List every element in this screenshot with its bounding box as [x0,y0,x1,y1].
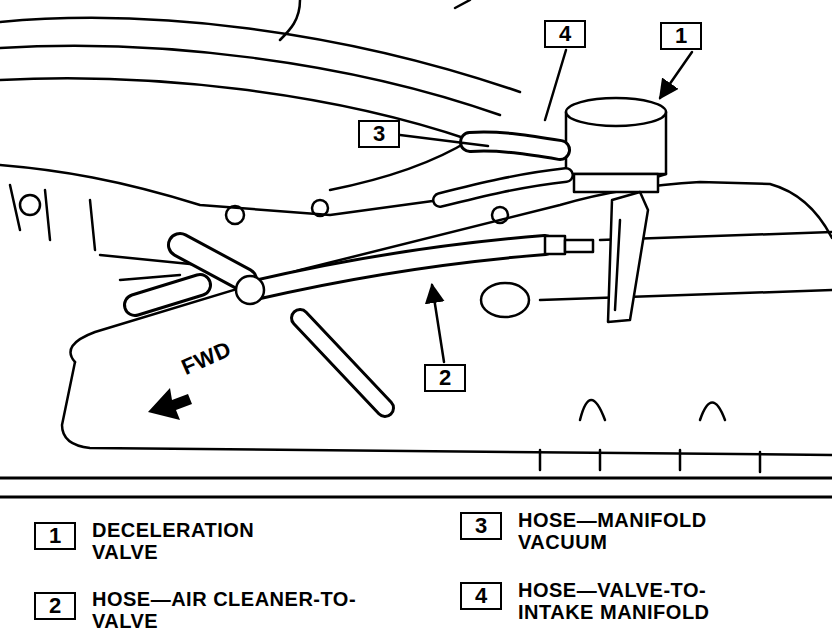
callout-number: 3 [373,123,385,145]
callout-box: 2 [34,592,76,620]
part-name: DECELERATION VALVE [92,520,292,563]
callout-number: 1 [49,525,61,547]
part-name: HOSE—MANIFOLD VACUUM [518,510,758,553]
callout-number: 2 [49,595,61,617]
callout-box: 4 [460,582,502,610]
fwd-arrow [148,388,192,420]
callout-box: 1 [34,522,76,550]
callout-box: 2 [424,364,466,392]
callout-number: 1 [675,25,687,47]
callout-number: 2 [439,367,451,389]
callout-box: 4 [544,20,586,48]
callout-box: 3 [358,120,400,148]
direction-label: FWD [178,325,261,379]
part-name: HOSE—VALVE-TO-INTAKE MANIFOLD [518,580,768,623]
part-name: HOSE—AIR CLEANER-TO-VALVE [92,589,362,632]
callout-box: 1 [660,22,702,50]
callout-box: 3 [460,512,502,540]
callout-number: 3 [475,515,487,537]
callout-number: 4 [475,585,487,607]
callout-number: 4 [559,23,571,45]
